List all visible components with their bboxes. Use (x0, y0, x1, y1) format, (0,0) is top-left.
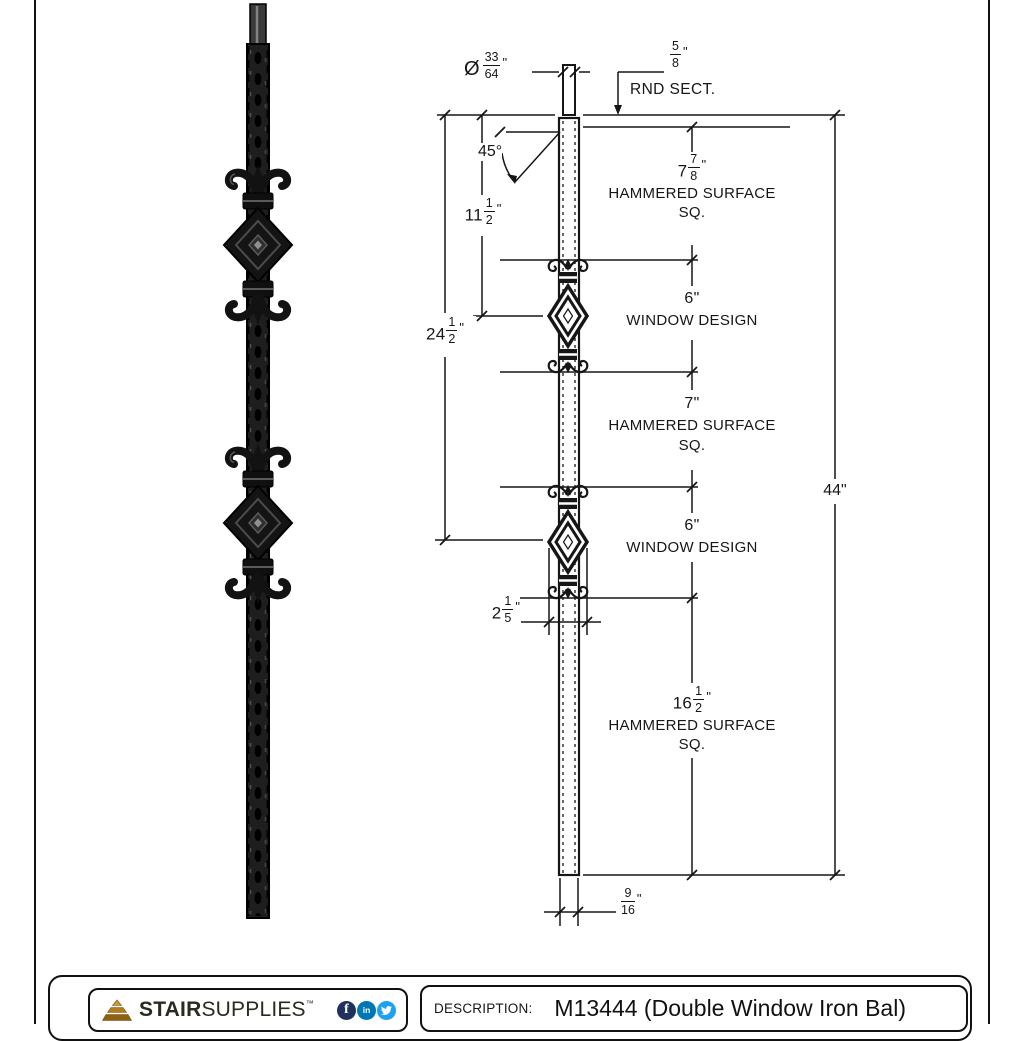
dimension-lines (435, 71, 845, 926)
baluster-photo (200, 0, 320, 930)
page-border-right (988, 0, 990, 1024)
linkedin-icon: in (357, 1000, 376, 1020)
description-label: DESCRIPTION: (434, 1001, 533, 1016)
tick-marks (439, 66, 841, 918)
stairsupplies-pyramid-logo-icon (102, 999, 132, 1022)
description-box: DESCRIPTION: M13444 (Double Window Iron … (420, 985, 968, 1032)
facebook-icon: f (337, 1000, 356, 1020)
technical-drawing-svg (435, 64, 845, 926)
description-value: M13444 (Double Window Iron Bal) (554, 995, 906, 1021)
page-border-left (34, 0, 36, 1024)
dim-round-section-caption: RND SECT. (630, 81, 716, 99)
dim-mid-square: 7" HAMMERED SURFACE SQ. (608, 395, 776, 454)
photo-window-ornament-2 (222, 443, 294, 603)
arrowheads (507, 105, 622, 184)
logo-box: STAIRSUPPLIES™ f in (88, 988, 408, 1032)
dim-window2: 6" WINDOW DESIGN (626, 517, 758, 557)
dim-overall-length: 44" (813, 482, 857, 500)
baluster-photo-svg (222, 3, 294, 919)
social-icons: f in (337, 1000, 396, 1020)
photo-window-ornament-1 (222, 165, 294, 325)
twitter-icon (377, 1000, 396, 1020)
brand-name: STAIRSUPPLIES™ (139, 998, 314, 1021)
drawing-window-ornament-2 (546, 484, 590, 600)
dim-angle: 45° (478, 143, 503, 161)
dim-window1: 6" WINDOW DESIGN (626, 290, 758, 330)
photo-round-tip (249, 3, 267, 47)
drawing-window-ornament-1 (546, 258, 590, 374)
drawing-bar (557, 64, 581, 877)
